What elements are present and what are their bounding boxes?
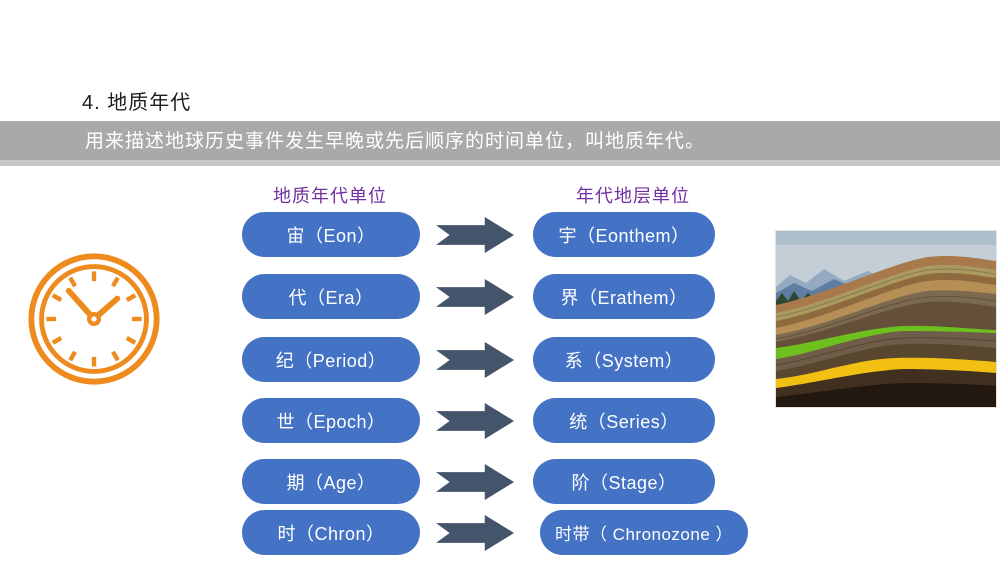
notched-right-arrow-icon <box>436 464 514 500</box>
unit-pill-right: 统（Series） <box>533 398 715 443</box>
column-header-chronostratigraphic-units: 年代地层单位 <box>576 186 690 206</box>
clock-icon <box>28 253 160 385</box>
notched-right-arrow-icon <box>436 515 514 551</box>
unit-pill-left: 代（Era） <box>242 274 420 319</box>
unit-row-era: 代（Era） 界（Erathem） <box>0 274 1000 319</box>
notched-right-arrow-icon <box>436 217 514 253</box>
unit-pill-left: 时（Chron） <box>242 510 420 555</box>
definition-text: 用来描述地球历史事件发生早晚或先后顺序的时间单位，叫地质年代。 <box>85 131 706 152</box>
definition-banner: 用来描述地球历史事件发生早晚或先后顺序的时间单位，叫地质年代。 <box>0 121 1000 166</box>
unit-row-epoch: 世（Epoch） 统（Series） <box>0 398 1000 443</box>
unit-row-age: 期（Age） 阶（Stage） <box>0 459 1000 504</box>
unit-row-eon: 宙（Eon） 宇（Eonthem） <box>0 212 1000 257</box>
geological-strata-image <box>775 230 997 408</box>
unit-pill-left: 期（Age） <box>242 459 420 504</box>
unit-pill-right: 时带（ Chronozone ） <box>540 510 748 555</box>
unit-pill-right: 系（System） <box>533 337 715 382</box>
page-title: 4. 地质年代 <box>82 92 192 114</box>
column-header-geologic-time-units: 地质年代单位 <box>273 186 387 206</box>
unit-pill-left: 宙（Eon） <box>242 212 420 257</box>
notched-right-arrow-icon <box>436 279 514 315</box>
notched-right-arrow-icon <box>436 403 514 439</box>
notched-right-arrow-icon <box>436 342 514 378</box>
unit-pill-left: 纪（Period） <box>242 337 420 382</box>
unit-row-chron: 时（Chron） 时带（ Chronozone ） <box>0 510 1000 555</box>
unit-pill-right: 阶（Stage） <box>533 459 715 504</box>
unit-pill-right: 宇（Eonthem） <box>533 212 715 257</box>
unit-pill-right: 界（Erathem） <box>533 274 715 319</box>
unit-pill-left: 世（Epoch） <box>242 398 420 443</box>
unit-row-period: 纪（Period） 系（System） <box>0 337 1000 382</box>
